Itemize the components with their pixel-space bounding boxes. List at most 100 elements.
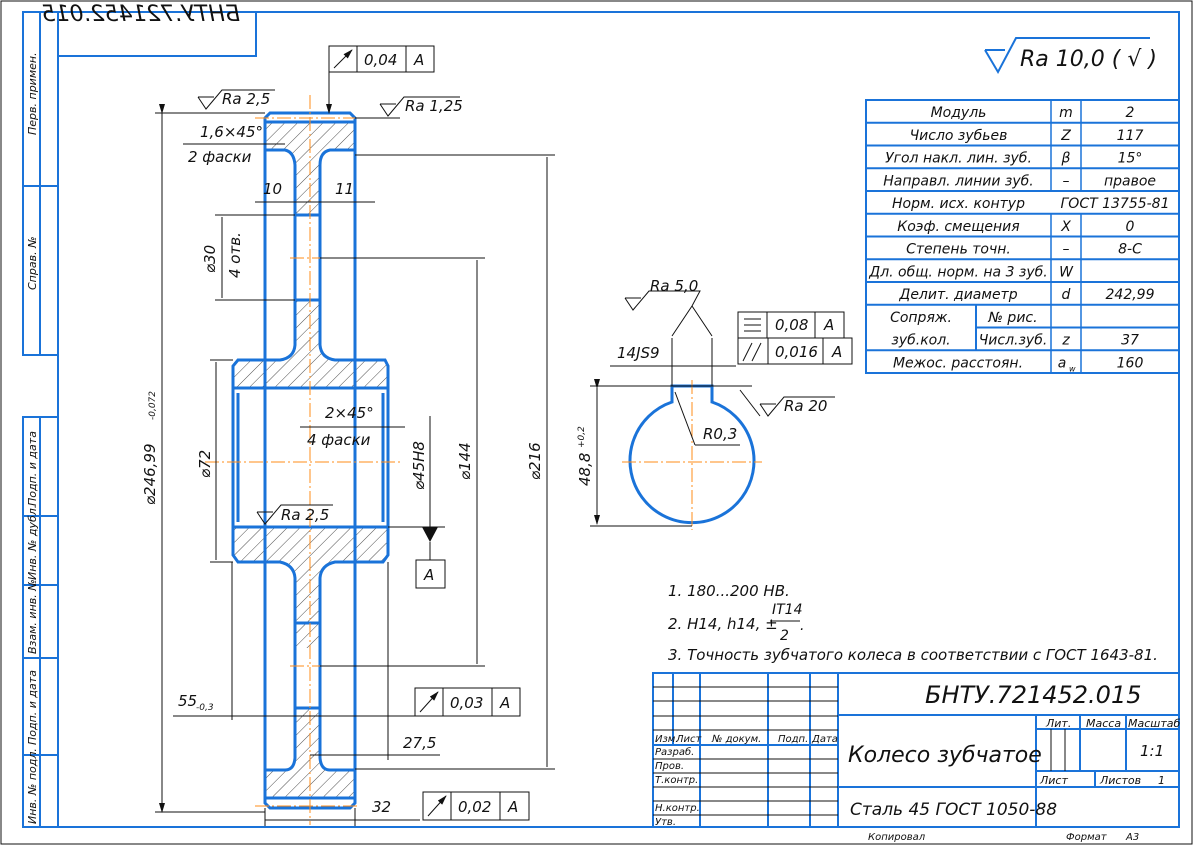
svg-text:⌀144: ⌀144 — [456, 442, 474, 480]
runout-face-fcf: 0,02 A — [422, 791, 530, 821]
mating-teeth-symbol: z — [1061, 333, 1070, 349]
svg-text:4 отв.: 4 отв. — [226, 232, 244, 278]
note-1: 1. 180...200 HB. — [668, 582, 790, 600]
datum-label: A — [423, 566, 434, 584]
svg-text:0,02: 0,02 — [458, 798, 491, 816]
param-value: 8-С — [1118, 242, 1142, 258]
part-name: Колесо зубчатое — [848, 743, 1042, 768]
svg-text:1: 1 — [1158, 774, 1165, 787]
strip-label: Справ. № — [26, 236, 39, 290]
gear-section-view — [205, 95, 400, 825]
svg-text:32: 32 — [372, 798, 391, 816]
svg-text:Формат: Формат — [1066, 832, 1108, 843]
param-symbol: – — [1063, 242, 1070, 258]
svg-text:A: A — [831, 343, 842, 361]
svg-text:11: 11 — [335, 180, 354, 198]
title-role: Т.контр. — [655, 775, 698, 786]
param-value: правое — [1104, 173, 1156, 189]
param-row: Делит. диаметр d 242,99 — [898, 287, 1154, 303]
param-row: Направл. линии зуб.–правое — [883, 173, 1156, 189]
svg-text:Масштаб: Масштаб — [1128, 717, 1180, 730]
svg-text:4 фаски: 4 фаски — [307, 431, 371, 449]
center-distance-symbol: a — [1058, 355, 1067, 371]
center-distance-label: Межос. расстоян. — [893, 355, 1023, 371]
svg-text:0,016: 0,016 — [775, 343, 818, 361]
title-header: Лист — [675, 734, 703, 745]
material: Сталь 45 ГОСТ 1050-88 — [850, 800, 1057, 820]
svg-text:2: 2 — [780, 628, 789, 644]
dimension-lines — [155, 104, 555, 826]
svg-text:Масса: Масса — [1086, 717, 1121, 730]
svg-text:2 фаски: 2 фаски — [188, 148, 252, 166]
svg-text:Ra 2,5: Ra 2,5 — [222, 90, 270, 108]
roughness-marks: Ra 2,5 Ra 1,25 Ra 2,5 — [197, 89, 463, 525]
svg-text:Ra 1,25: Ra 1,25 — [405, 97, 463, 115]
param-row: Степень точн.–8-С — [906, 242, 1142, 258]
param-name: Дл. общ. норм. на 3 зуб. — [868, 264, 1048, 280]
param-symbol: X — [1060, 219, 1071, 235]
strip-label: Подп. и дата — [26, 670, 39, 745]
svg-text:A: A — [507, 798, 518, 816]
center-distance-sub: w — [1069, 364, 1076, 373]
designation: БНТУ.721452.015 — [925, 681, 1141, 709]
svg-text:Ra 10,0 ( √ ): Ra 10,0 ( √ ) — [1020, 47, 1157, 72]
svg-text:Лист: Лист — [1039, 774, 1068, 787]
left-binding-strip: Перв. примен. Справ. № Подп. и дата Инв.… — [22, 11, 59, 828]
svg-text:.: . — [800, 618, 804, 634]
svg-text:0,08: 0,08 — [775, 316, 808, 334]
svg-text:A: A — [823, 316, 834, 334]
param-symbol: Z — [1060, 128, 1071, 144]
param-symbol: d — [1062, 287, 1071, 303]
svg-text:0,03: 0,03 — [450, 694, 483, 712]
technical-notes: 1. 180...200 HB. 2. H14, h14, ± IT14 2 .… — [668, 582, 1158, 664]
mating-label: Сопряж. — [890, 310, 952, 326]
param-value: 117 — [1117, 128, 1144, 144]
note-3: 3. Точность зубчатого колеса в соответст… — [668, 646, 1158, 664]
param-symbol: m — [1059, 105, 1073, 121]
param-value: 242,99 — [1106, 287, 1155, 303]
note-2: 2. H14, h14, ± — [668, 615, 778, 633]
mating-teeth-label: Числ.зуб. — [979, 333, 1048, 349]
svg-text:2×45°: 2×45° — [325, 404, 374, 422]
strip-label: Инв. № дубл. — [26, 505, 39, 580]
param-row: Норм. исх. контур ГОСТ 13755-81 — [892, 196, 1169, 212]
keyway-section: Ra 5,0 14JS9 Ra 20 R0,3 48,8 +0,2 0,08 A… — [576, 277, 853, 530]
param-name: Норм. исх. контур — [892, 196, 1025, 212]
title-role: Пров. — [655, 761, 684, 772]
svg-text:⌀30: ⌀30 — [201, 245, 219, 273]
title-header: № докум. — [711, 734, 761, 745]
param-value: 0 — [1126, 219, 1135, 235]
svg-text:⌀45H8: ⌀45H8 — [410, 441, 428, 490]
param-value: ГОСТ 13755-81 — [1061, 196, 1170, 212]
datum-box — [415, 559, 446, 589]
mating-label: зуб.кол. — [891, 333, 950, 349]
strip-label: Взам. инв. № — [26, 579, 39, 654]
general-roughness: Ra 10,0 ( √ ) — [984, 37, 1157, 75]
svg-text:А3: А3 — [1125, 832, 1139, 843]
svg-text:10: 10 — [263, 180, 282, 198]
svg-text:+0,2: +0,2 — [577, 426, 587, 448]
svg-text:55: 55 — [178, 692, 197, 710]
mating-teeth-value: 37 — [1121, 333, 1139, 349]
title-header: Дата — [811, 734, 838, 745]
param-name: Коэф. смещения — [897, 219, 1019, 235]
svg-text:14JS9: 14JS9 — [617, 344, 660, 362]
svg-text:-0,3: -0,3 — [196, 703, 214, 713]
strip-label: Перв. примен. — [26, 52, 39, 135]
strip-label: Подп. и дата — [26, 431, 39, 506]
title-block: БНТУ.721452.015 Колесо зубчатое Сталь 45… — [652, 672, 1180, 843]
svg-text:Копировал: Копировал — [868, 832, 926, 843]
title-role: Утв. — [655, 817, 676, 828]
svg-text:R0,3: R0,3 — [703, 425, 737, 443]
svg-text:Лит.: Лит. — [1045, 717, 1071, 730]
param-name: Делит. диаметр — [898, 287, 1017, 303]
title-role: Разраб. — [655, 746, 694, 758]
svg-text:0,04: 0,04 — [364, 51, 397, 69]
scale-value: 1:1 — [1140, 742, 1164, 760]
svg-text:Ra 5,0: Ra 5,0 — [650, 277, 698, 295]
